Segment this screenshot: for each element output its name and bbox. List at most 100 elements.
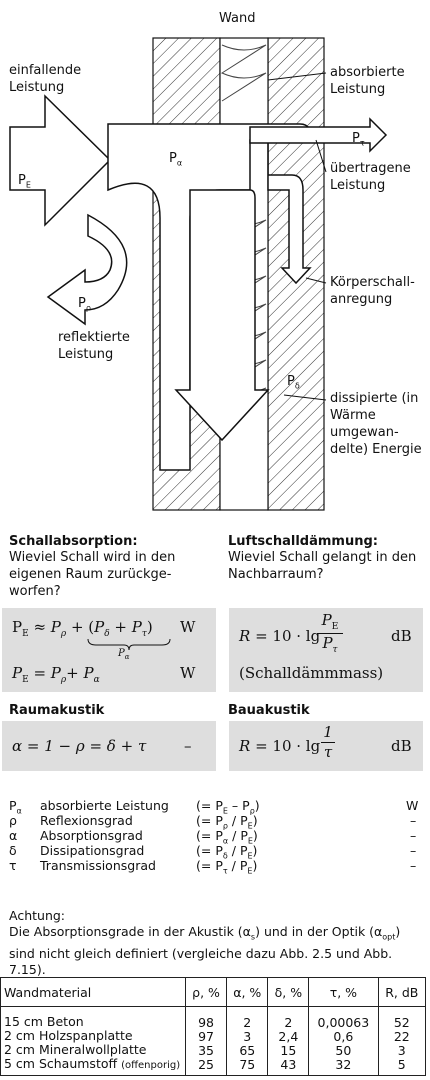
reflected-arrow	[46, 213, 128, 326]
table-cell: 2,4	[278, 1029, 299, 1044]
wall-label: Wand	[219, 11, 256, 26]
reflected-label: reflektierte Leistung	[58, 330, 130, 362]
table-cell: 22	[393, 1029, 410, 1044]
table-cell: 43	[280, 1057, 297, 1072]
symbol-pe: PE	[18, 173, 31, 190]
table-cell: 0,6	[333, 1029, 354, 1044]
table-cell: 2	[284, 1015, 293, 1030]
material-table: Wandmaterial ρ, % α, % δ, % τ, % R, dB 1…	[0, 977, 427, 1076]
table-body: 15 cm Beton 2 cm Holzspanplatte 2 cm Min…	[0, 1006, 427, 1076]
formula-r-tau: R = 10 · lg	[239, 737, 321, 755]
table-header-row: Wandmaterial ρ, % α, % δ, % τ, % R, dB	[0, 977, 427, 1007]
definition-note: Achtung: Die Absorptionsgrade in der Aku…	[9, 908, 429, 978]
legend-unit: W	[406, 798, 419, 813]
legend-def: (= Pα / PE)	[196, 828, 258, 846]
absorption-title: Schallabsorption:	[9, 534, 138, 549]
absorption-question: Wieviel Schall wird in den eigenen Raum …	[9, 550, 176, 599]
legend-symbol: δ	[9, 843, 17, 858]
legend-name: Reflexionsgrad	[40, 813, 133, 828]
legend-row: Pα	[9, 798, 22, 816]
table-cell: 97	[198, 1029, 214, 1044]
airborne-question: Wieviel Schall gelangt in den Nachbarrau…	[228, 550, 417, 582]
formula-r-power: R = 10 · lg	[239, 627, 321, 645]
transmitted-arrow	[249, 117, 388, 153]
symbol-pr: Pρ	[78, 296, 91, 313]
absorbed-leader	[267, 72, 327, 81]
transmitted-leader	[315, 139, 327, 173]
col-r: R, dB	[377, 977, 427, 1007]
legend-name: Transmissionsgrad	[40, 858, 156, 873]
room-unit: –	[184, 737, 192, 755]
room-formula-box: α = 1 − ρ = δ + τ –	[2, 721, 216, 771]
dissipated-leader	[283, 394, 327, 401]
formula-pe-balance: PE = Pρ+ Pα	[12, 664, 100, 685]
fraction-tau: 1 τ	[321, 723, 335, 761]
underbrace	[87, 638, 171, 651]
incident-arrow	[9, 94, 112, 227]
table-cell: 25	[198, 1057, 214, 1072]
table-cell: 32	[335, 1057, 352, 1072]
room-formula: α = 1 − ρ = δ + τ	[12, 737, 147, 755]
fraction-power: PE Pτ	[317, 611, 343, 655]
symbol-pa: Pα	[169, 151, 183, 168]
legend-symbol: α	[9, 828, 18, 843]
absorption-formula-box: PE ≈ Pρ + (Pδ + Pτ) Pα W PE = Pρ+ Pα W	[2, 608, 216, 692]
symbol-pt: Pτ	[352, 131, 365, 148]
transmitted-label: übertragene Leistung	[330, 161, 411, 193]
table-cell: 98	[198, 1015, 214, 1030]
col-tau: τ, %	[308, 977, 379, 1007]
building-formula-box: R = 10 · lg 1 τ dB	[229, 721, 423, 771]
table-cell: 3	[243, 1029, 252, 1044]
table-cell: 2 cm Mineralwollplatte	[4, 1042, 147, 1057]
legend-name: Dissipationsgrad	[40, 843, 145, 858]
note-line-2: sind nicht gleich definiert (vergleiche …	[9, 945, 393, 977]
table-cell: 65	[239, 1043, 256, 1058]
table-cell: 15	[280, 1043, 297, 1058]
table-cell: 0,00063	[317, 1015, 370, 1030]
formula-note: (Schalldämmmass)	[239, 664, 384, 682]
legend-def: (= PE – Pρ)	[196, 798, 260, 816]
note-line-1: Die Absorptionsgrade in der Akustik (αs)…	[9, 924, 401, 942]
symbol-pd: Pδ	[287, 374, 300, 391]
room-acoustics-title: Raumakustik	[9, 703, 105, 718]
legend-name: absorbierte Leistung	[40, 798, 169, 813]
legend-symbol: ρ	[9, 813, 17, 828]
table-cell: 75	[239, 1057, 256, 1072]
table-cell: 2 cm Holzspanplatte	[4, 1028, 133, 1043]
col-rho: ρ, %	[184, 977, 228, 1007]
table-cell: 5	[397, 1057, 406, 1072]
table-cell: 50	[335, 1043, 352, 1058]
unit-db-2: dB	[391, 737, 412, 755]
sound-wall-diagram	[9, 37, 388, 511]
incident-label: einfallende Leistung	[9, 63, 82, 95]
unit-w-1: W	[180, 618, 196, 636]
table-cell: 15 cm Beton	[4, 1014, 84, 1029]
legend-symbol: τ	[9, 858, 17, 873]
unit-w-2: W	[180, 664, 196, 682]
legend-unit: –	[410, 813, 417, 828]
col-alpha: α, %	[226, 977, 269, 1007]
unit-db-1: dB	[391, 627, 412, 645]
structure-borne-label: Körperschall-anregung	[330, 275, 415, 307]
dissipated-arrow	[174, 189, 270, 442]
table-cell: 52	[393, 1015, 410, 1030]
note-title: Achtung:	[9, 908, 66, 923]
structure-borne-arrow	[267, 143, 312, 285]
table-cell: 2	[243, 1015, 252, 1030]
table-cell: 35	[198, 1043, 214, 1058]
legend-def: (= Pρ / PE)	[196, 813, 258, 831]
col-delta: δ, %	[267, 977, 310, 1007]
legend-unit: –	[410, 858, 417, 873]
legend-def: (= Pτ / PE)	[196, 858, 258, 876]
dissipated-label: dissipierte (in Wärme umgewan-delte) Ene…	[330, 391, 422, 457]
underbrace-label: Pα	[118, 648, 130, 661]
col-material: Wandmaterial	[0, 977, 186, 1007]
structure-leader	[305, 277, 327, 284]
legend-unit: –	[410, 828, 417, 843]
legend-name: Absorptionsgrad	[40, 828, 143, 843]
transmission-formula-box: R = 10 · lg PE Pτ dB (Schalldämmmass)	[229, 608, 423, 692]
table-cell: 5 cm Schaumstoff (offenporig)	[4, 1056, 181, 1072]
legend-unit: –	[410, 843, 417, 858]
airborne-title: Luftschalldämmung:	[228, 534, 378, 549]
building-acoustics-title: Bauakustik	[228, 703, 310, 718]
